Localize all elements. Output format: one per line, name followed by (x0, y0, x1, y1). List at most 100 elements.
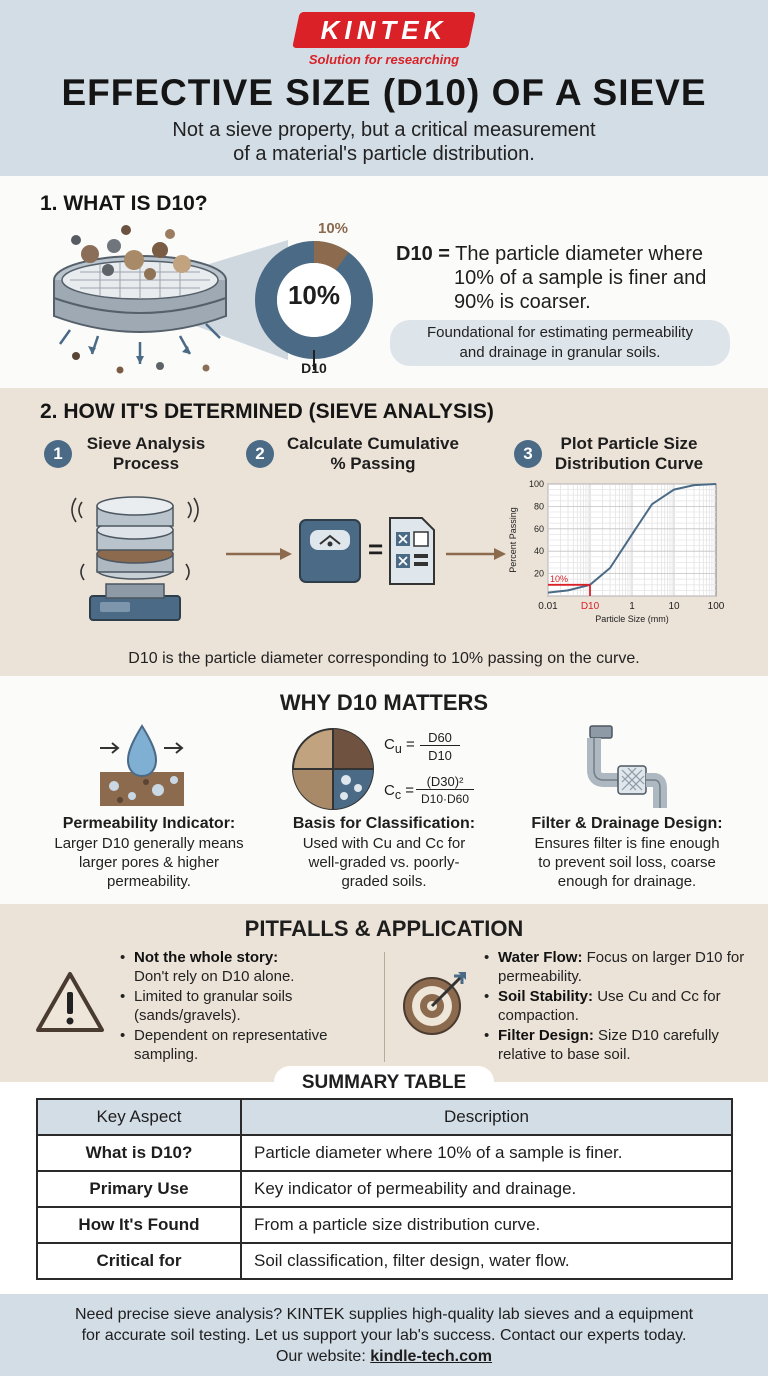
step-2-label: Calculate Cumulative % Passing (278, 434, 468, 474)
step-1-number: 1 (44, 440, 72, 468)
section4-title: PITFALLS & APPLICATION (244, 916, 524, 941)
why-body-classification-2: well-graded vs. poorly- (308, 854, 460, 871)
calculator-icon (389, 517, 435, 585)
why-col-permeability: Permeability Indicator: Larger D10 gener… (24, 814, 274, 891)
donut-center-label: 10% (287, 280, 341, 310)
step-3-number: 3 (514, 440, 542, 468)
donut-slice-10pct (313, 241, 349, 271)
cc-symbol: C (384, 782, 395, 799)
table-header-key: Key Aspect (36, 1098, 242, 1136)
x-tick-label: 0.01 (538, 601, 558, 612)
donut-icon (255, 241, 373, 370)
section-why-d10-matters: WHY D10 MATTERS Cu = D60 D10 Cc = (D30)²… (0, 676, 768, 904)
pitfall-bold-1: Not the whole story: (134, 949, 279, 966)
table-row: What is D10? Particle diameter where 10%… (36, 1134, 733, 1172)
section-pitfalls: PITFALLS & APPLICATION Not the whole sto… (0, 904, 768, 1082)
pitfall-item: Limited to granular soils (sands/gravels… (120, 987, 370, 1025)
page-subtitle: Not a sieve property, but a critical mea… (0, 118, 768, 166)
note-line-2: and drainage in granular soils. (459, 344, 661, 361)
soil-circle-icon (292, 728, 374, 810)
y-tick-label: 20 (534, 569, 544, 579)
arrow-right-icon (446, 548, 506, 560)
page-title: EFFECTIVE SIZE (D10) OF A SIEVE (61, 72, 707, 113)
step-3-line-1: Plot Particle Size (560, 434, 698, 453)
pitfall-item: Dependent on representative sampling. (120, 1026, 370, 1064)
cu-cc-formulas: Cu = D60 D10 Cc = (D30)² D10·D60 (384, 730, 474, 810)
table-cell-desc: Soil classification, filter design, wate… (240, 1242, 733, 1280)
donut-caption: D10 (301, 360, 327, 376)
why-head-permeability: Permeability Indicator: (62, 815, 236, 832)
footer-line-1: Need precise sieve analysis? KINTEK supp… (74, 1306, 694, 1323)
table-cell-desc: Particle diameter where 10% of a sample … (240, 1134, 733, 1172)
definition-line-1: The particle diameter where (455, 243, 704, 265)
sieve-shaker-icon (71, 496, 199, 621)
header: KINTEK Solution for researching EFFECTIV… (0, 0, 768, 176)
equals-sign: = (368, 534, 384, 564)
sieve-icon (53, 225, 288, 374)
table-row: How It's Found From a particle size dist… (36, 1206, 733, 1244)
website-link[interactable]: kindle-tech.com (370, 1348, 493, 1365)
x-tick-label: 100 (708, 601, 725, 612)
why-body-filter-2: to prevent soil loss, coarse (538, 854, 716, 871)
section2-caption: D10 is the particle diameter correspondi… (128, 650, 640, 667)
x-axis-label: Particle Size (mm) (595, 614, 669, 624)
cc-subscript: c (394, 788, 402, 802)
footer-website-prefix: Our website: (275, 1348, 366, 1365)
cc-denominator: D10·D60 (420, 792, 470, 806)
step-1-line-2: Process (112, 454, 180, 473)
subtitle-line-2: of a material's particle distribution. (233, 143, 535, 165)
y-axis-label: Percent Passing (508, 507, 518, 573)
y-tick-label: 60 (534, 524, 544, 534)
y-tick-label: 80 (534, 501, 544, 511)
arrow-right-icon (226, 548, 292, 560)
application-bold-1: Water Flow: (498, 949, 583, 966)
cu-symbol: C (384, 736, 395, 753)
pitfall-text-2: Limited to granular soils (sands/gravels… (134, 988, 293, 1024)
subtitle-line-1: Not a sieve property, but a critical mea… (172, 119, 596, 141)
definition-line-3: 90% is coarser. (454, 291, 591, 313)
chart-grid (547, 483, 716, 597)
cu-subscript: u (394, 742, 402, 756)
definition-line-2: 10% of a sample is finer and (454, 267, 707, 289)
section4-divider (384, 952, 385, 1062)
why-body-filter-1: Ensures filter is fine enough (534, 835, 720, 852)
distribution-curve (547, 483, 717, 594)
application-item: Water Flow: Focus on larger D10 for perm… (484, 948, 752, 986)
application-text-1: Focus on larger D10 for permeability. (498, 949, 745, 985)
summary-table: Key Aspect Description What is D10? Part… (36, 1098, 733, 1280)
table-cell-key: How It's Found (36, 1206, 242, 1244)
why-body-permeability-2: larger pores & higher (78, 854, 220, 871)
table-header-desc: Description (240, 1098, 733, 1136)
sieve-donut-illustration (53, 225, 373, 374)
footer-website-line: Our website: kindle-tech.com (0, 1346, 768, 1367)
why-head-classification: Basis for Classification: (292, 815, 476, 832)
pipe-filter-icon (587, 725, 667, 808)
x-tick-label: D10 (581, 601, 600, 612)
foundational-note: Foundational for estimating permeability… (390, 320, 730, 366)
y-tick-label: 40 (534, 546, 544, 556)
section-what-is-d10: 1. WHAT IS D10? (0, 176, 768, 388)
step-1-label: Sieve Analysis Process (76, 434, 216, 474)
d10-definition: D10 = The particle diameter where 10% of… (396, 242, 756, 314)
scale-icon (299, 519, 361, 583)
table-row: Critical for Soil classification, filter… (36, 1242, 733, 1280)
section1-title: 1. WHAT IS D10? (40, 192, 208, 215)
why-head-filter: Filter & Drainage Design: (531, 815, 723, 832)
application-text-3: Size D10 carefully relative to base soil… (498, 1027, 719, 1063)
application-item: Filter Design: Size D10 carefully relati… (484, 1026, 752, 1064)
table-cell-desc: From a particle size distribution curve. (240, 1206, 733, 1244)
application-text-2: Use Cu and Cc for compaction. (498, 988, 721, 1024)
pitfall-text-3: Dependent on representative sampling. (134, 1027, 328, 1063)
why-col-filter: Filter & Drainage Design: Ensures filter… (502, 814, 752, 891)
x-tick-label: 10 (668, 601, 680, 612)
table-row: Primary Use Key indicator of permeabilit… (36, 1170, 733, 1208)
step-2-number: 2 (246, 440, 274, 468)
summary-title: SUMMARY TABLE (274, 1066, 494, 1100)
table-cell-key: Primary Use (36, 1170, 242, 1208)
why-body-filter-3: enough for drainage. (557, 873, 697, 890)
applications-list: Water Flow: Focus on larger D10 for perm… (484, 948, 752, 1065)
why-body-permeability-1: Larger D10 generally means (54, 835, 244, 852)
application-bold-2: Soil Stability: (498, 988, 594, 1005)
